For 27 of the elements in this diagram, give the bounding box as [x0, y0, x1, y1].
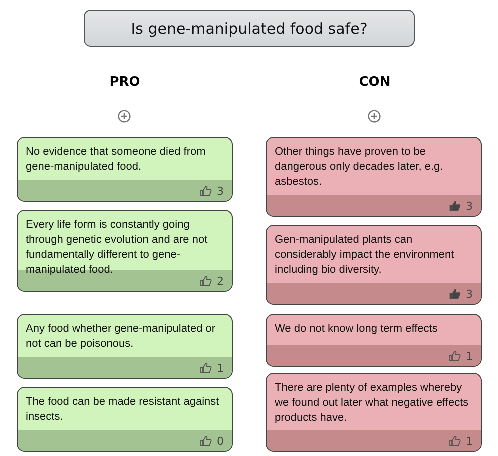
argument-text: There are plenty of examples whereby we found out later what negative effects products have.	[275, 381, 470, 426]
argument-text: Every life form is constantly going through genetic evolution and are not fundamentally different to gene-manipulated food.	[26, 218, 209, 278]
vote-count: 0	[217, 435, 224, 448]
argument-card	[266, 314, 482, 367]
argument-card	[17, 210, 233, 292]
argument-text: Other things have proven to be dangerous only decades later, e.g. asbestos.	[275, 145, 444, 190]
argument-text: No evidence that someone died from gene-manipulated food.	[26, 145, 207, 175]
vote-count: 3	[466, 200, 473, 213]
vote-count: 1	[466, 435, 473, 448]
argument-text: We do not know long term effects	[275, 322, 439, 337]
vote-count: 2	[217, 275, 224, 288]
argument-card	[17, 314, 233, 379]
vote-count: 3	[217, 185, 224, 198]
column-heading: CON	[358, 75, 392, 90]
argument-card	[266, 373, 482, 452]
argument-card	[266, 137, 482, 217]
vote-count: 1	[466, 350, 473, 363]
vote-count: 1	[217, 362, 224, 375]
argument-text: Any food whether gene-manipulated or not can be poisonous.	[26, 322, 217, 352]
argument-card	[17, 137, 233, 202]
argument-card	[17, 387, 233, 452]
question-title: Is gene-manipulated food safe?	[84, 10, 415, 47]
argument-text: Gen-manipulated plants can considerably impact the environment including bio diversity.	[275, 233, 456, 278]
argument-card	[266, 225, 482, 305]
vote-count: 3	[466, 288, 473, 301]
argument-text: The food can be made resistant against insects.	[26, 395, 220, 425]
column-heading: PRO	[108, 75, 142, 90]
